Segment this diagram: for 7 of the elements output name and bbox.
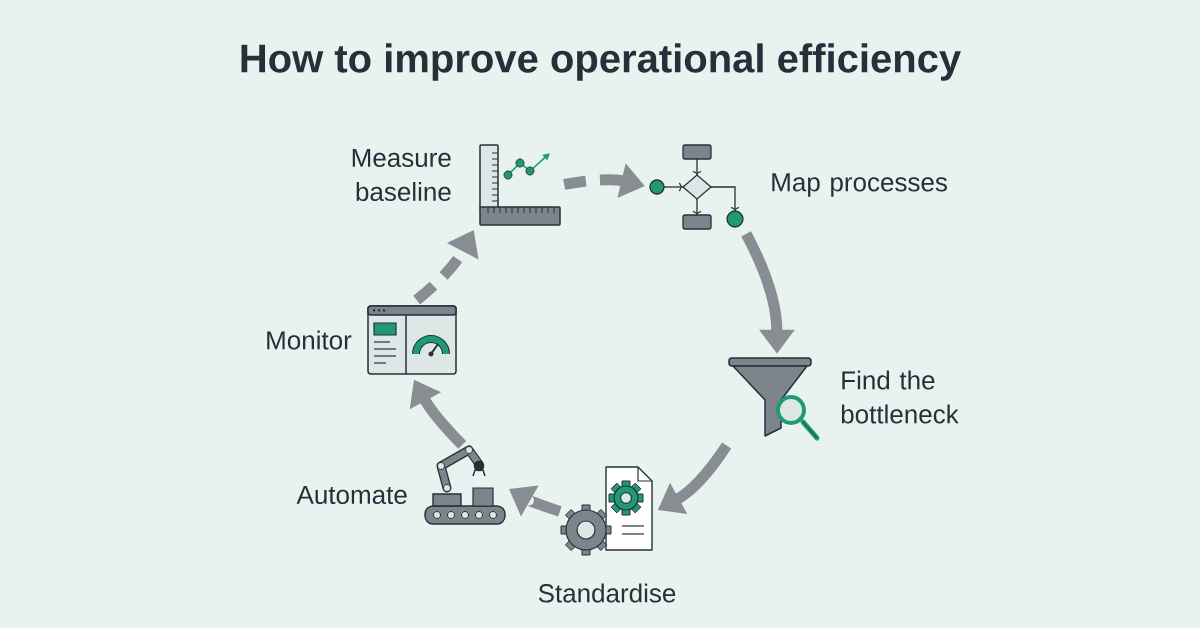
step-label: Find the bottleneck [841,370,959,424]
title: How to improve operational efficiency [241,43,961,81]
step-label: Automate [296,485,407,505]
step-label: Standardise [538,583,676,603]
step-label: Map processes [772,173,947,197]
step-label: Monitor [267,330,352,350]
step-label: Measure baseline [352,148,451,202]
